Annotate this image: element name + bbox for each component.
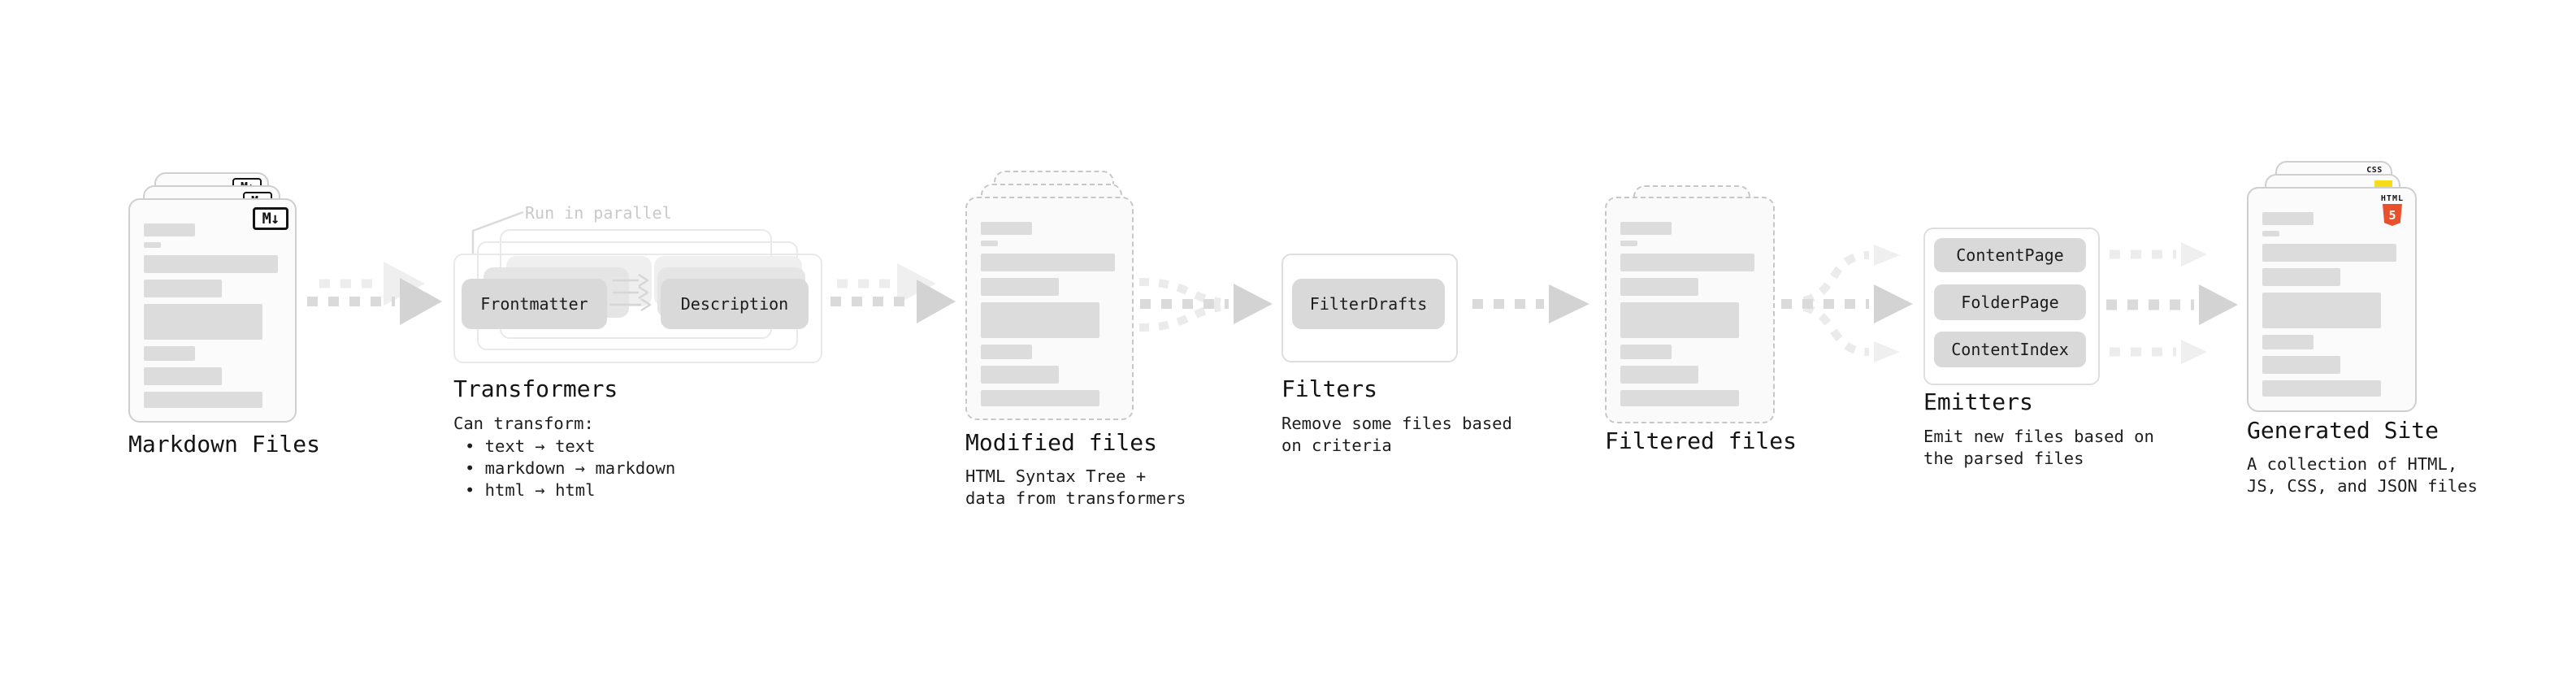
contentindex-pill: ContentIndex — [1934, 332, 2086, 367]
text-line-placeholder — [144, 346, 195, 361]
frontmatter-pill-label: Frontmatter — [480, 294, 588, 314]
text-line-placeholder — [981, 278, 1059, 296]
text-line-placeholder — [2262, 335, 2314, 349]
text-line-placeholder — [981, 366, 1059, 384]
filters-description: Remove some files based on criteria — [1281, 414, 1512, 455]
contentindex-pill-label: ContentIndex — [1951, 340, 2069, 359]
text-line-placeholder — [1620, 222, 1672, 235]
filters-label: Filters — [1281, 375, 1378, 402]
text-line-placeholder — [144, 367, 222, 385]
transformers-note-title: Can transform: — [453, 414, 594, 433]
arrow-parallel-emitters-to-site — [2106, 242, 2238, 364]
emitters-label: Emitters — [1923, 388, 2033, 415]
text-line-placeholder — [1620, 254, 1754, 271]
bullet-item: • markdown → markdown — [465, 458, 676, 478]
description-pill-label: Description — [680, 294, 789, 314]
contentpage-pill: ContentPage — [1934, 238, 2086, 272]
emitters-description: Emit new files based on the parsed files — [1923, 427, 2154, 468]
text-line-placeholder — [981, 390, 1099, 406]
js-icon — [2374, 180, 2392, 188]
css-icon-label: CSS — [2366, 166, 2383, 175]
markdown-files-label: Markdown Files — [128, 431, 321, 458]
markdown-icon: M↓ — [253, 207, 288, 230]
transformers-label: Transformers — [453, 375, 618, 402]
html5-icon: HTML 5 — [2381, 194, 2404, 226]
text-line-placeholder — [2262, 268, 2340, 286]
text-line-placeholder — [981, 302, 1099, 338]
text-line-placeholder — [144, 392, 262, 408]
text-line-placeholder — [981, 254, 1115, 271]
text-line-placeholder — [1620, 345, 1672, 359]
text-line-placeholder — [1620, 241, 1637, 246]
text-line-placeholder — [2262, 231, 2279, 236]
html5-icon-number: 5 — [2388, 207, 2396, 223]
text-line-placeholder — [2262, 356, 2340, 374]
generated-site-description: A collection of HTML, JS, CSS, and JSON … — [2247, 454, 2478, 496]
text-line-placeholder — [981, 222, 1032, 235]
bullet-item: • html → html — [465, 480, 596, 500]
arrow-fork-filtered-to-emitters — [1781, 245, 1913, 362]
modified-files-description: HTML Syntax Tree + data from transformer… — [965, 466, 1186, 508]
text-line-placeholder — [2262, 293, 2381, 328]
html5-icon-label: HTML — [2380, 194, 2404, 203]
text-line-placeholder — [144, 255, 278, 273]
markdown-icon-label: M↓ — [262, 210, 280, 228]
text-line-placeholder — [1620, 278, 1698, 296]
arrow-transformers-to-modified — [830, 263, 956, 323]
text-line-placeholder — [144, 242, 161, 248]
html5-icon-shield: 5 — [2382, 204, 2402, 226]
arrow-filters-to-filtered — [1472, 284, 1589, 323]
modified-file-card — [965, 197, 1134, 420]
filterdrafts-pill-label: FilterDrafts — [1309, 294, 1428, 314]
folderpage-pill: FolderPage — [1934, 284, 2086, 320]
modified-files-label: Modified files — [965, 429, 1158, 456]
text-line-placeholder — [1620, 302, 1739, 338]
transformer-box-front — [453, 254, 822, 363]
generated-site-label: Generated Site — [2247, 417, 2439, 444]
contentpage-pill-label: ContentPage — [1956, 245, 2064, 265]
arrow-markdown-to-transformers — [307, 262, 442, 325]
text-line-placeholder — [1620, 366, 1698, 384]
folderpage-pill-label: FolderPage — [1961, 293, 2059, 312]
arrow-merge-modified-to-filters — [1138, 278, 1273, 332]
text-line-placeholder — [144, 223, 195, 236]
text-line-placeholder — [981, 241, 998, 246]
text-line-placeholder — [1620, 390, 1739, 406]
markdown-file-card: M↓ — [128, 198, 297, 423]
transformers-bullet-list: • text → text • markdown → markdown • ht… — [465, 436, 675, 501]
text-line-placeholder — [144, 280, 222, 297]
filtered-files-label: Filtered files — [1605, 427, 1798, 454]
description-pill: Description — [661, 279, 809, 329]
text-line-placeholder — [2262, 212, 2314, 225]
text-line-placeholder — [981, 345, 1032, 359]
filtered-file-card — [1605, 197, 1775, 423]
run-in-parallel-annotation: Run in parallel — [525, 203, 672, 223]
bullet-item: • text → text — [465, 436, 596, 456]
text-line-placeholder — [2262, 380, 2381, 397]
text-line-placeholder — [2262, 244, 2396, 262]
text-line-placeholder — [144, 304, 262, 340]
generated-site-card: HTML 5 — [2247, 187, 2417, 412]
frontmatter-pill: Frontmatter — [462, 279, 607, 329]
filterdrafts-pill: FilterDrafts — [1292, 279, 1445, 329]
